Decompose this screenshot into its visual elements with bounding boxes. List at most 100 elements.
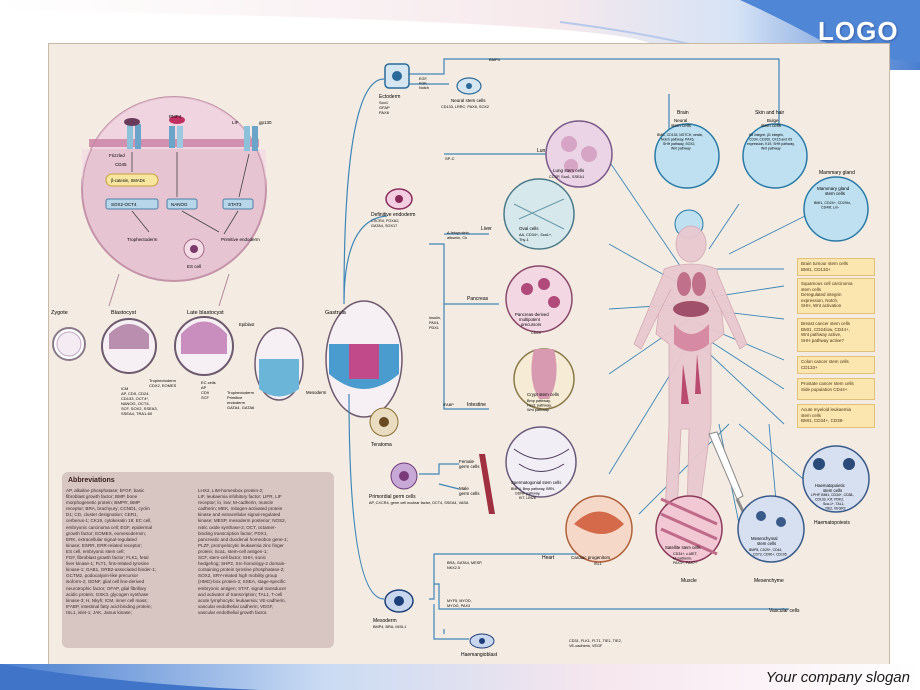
- inset-es-cell: ES cell: [187, 264, 201, 269]
- brain-label: Brain: [677, 110, 689, 116]
- abbreviation-line: D1; CD, cluster designation; CER1,: [66, 512, 138, 518]
- abbreviation-line: PLZF, promyelocytic leukaemia zinc finge…: [198, 542, 284, 548]
- inset-lif: LIF: [232, 120, 239, 125]
- abbreviation-line: AP, alkaline phosphatase; bFGF, basic: [66, 488, 145, 493]
- inset-beta-catenin: β-catenin, SMADs: [111, 178, 145, 183]
- ectoderm-label: Ectoderm: [379, 94, 400, 100]
- mesoderm-markers: BMP4, BRA, MIXL1: [373, 625, 406, 629]
- abbreviation-line: receptor; lo, low; M-cadherin, muscle: [198, 500, 274, 506]
- abbreviation-line: receptor; BRA, brachyury; CCND1, cyclin: [66, 506, 150, 512]
- abbreviation-line: containing protein tyrosine phosphatase-…: [198, 567, 285, 573]
- crypt-stem-label: Crypt stem cells: [527, 392, 560, 397]
- teratoma-label: Teratoma: [371, 442, 392, 448]
- stem-cell-poster: Frizzled CD45 BMP4 LIF gp130 β-catenin, …: [48, 43, 890, 665]
- stage-gastrula: Gastrula: [325, 310, 347, 316]
- poster-diagram: Frizzled CD45 BMP4 LIF gp130 β-catenin, …: [51, 57, 870, 658]
- liver-markers: A-fetoprotein,albumin, Ck: [447, 231, 470, 240]
- def-end-markers: CXCR4, FOXA2,GATA4, SOX17: [371, 219, 399, 228]
- abbreviation-line: cadherin; MEK, mitogen-activated protein: [198, 506, 283, 512]
- abbreviation-line: ERK, extracellular signal-regulated: [66, 536, 137, 542]
- heart-markers: BRA, GATA4, MESP,NKX2.5: [447, 561, 482, 570]
- bulge-markers: K5 integrin, β1 integrin,CD34, CD200, CK…: [747, 133, 795, 151]
- definitive-endoderm-label: Definitive endoderm: [371, 212, 415, 218]
- abbreviation-line: hedgehog; SHP2, Src-homology-2 domain-: [198, 561, 286, 567]
- abbreviation-line: SOX2, SRY-related high mobility group: [198, 573, 278, 579]
- liver-label: Liver: [481, 226, 492, 232]
- lung-stem-markers: CCSP, Sca1, SSEA1: [549, 175, 584, 179]
- abbreviations-col-2: LHX2, LIM-homeobox protein-2;LIF, leukae…: [198, 488, 332, 616]
- inset-frizzled: Frizzled: [109, 153, 125, 158]
- skin-label: Skin and hair: [755, 110, 785, 116]
- abbreviation-line: acute lymphocytic leukaemia; VE-cadherin…: [198, 597, 286, 603]
- mammary-label: Mammary gland: [819, 170, 855, 176]
- haemangioblast-label: Haemangioblast: [461, 652, 498, 658]
- abbreviation-line: SCF, stem-cell factor; SHH, sonic: [198, 555, 266, 561]
- company-slogan: Your company slogan: [765, 669, 910, 686]
- abbreviation-line: acidic protein; GSK3, glycogen synthase: [66, 591, 149, 597]
- abbreviation-line: kinase and extracellular signal-regulate…: [198, 512, 281, 518]
- neural-stem-label: Neural stem cells: [451, 98, 486, 103]
- abbreviation-line: kinase; MESP, mesoderm posterior; NOS2,: [198, 518, 286, 524]
- lungs-label: Lungs: [537, 148, 551, 154]
- stage-late-blastocyst: Late blastocyst: [187, 310, 224, 316]
- abbreviation-line: liver kinase-1; FLT1, fms-related tyrosi…: [66, 561, 149, 567]
- neural-markers: CD133, LRRC, PAX6, SOX2: [441, 105, 489, 109]
- stage-mesoderm-label: Mesoderm: [306, 390, 327, 395]
- abbreviation-line: FGF, fibroblast growth factor; FLK1, fet…: [66, 555, 149, 561]
- muscle-label: Muscle: [681, 578, 697, 584]
- stage-blastocyst: Blastocyst: [111, 310, 137, 316]
- pancreas-label: Pancreas: [467, 296, 489, 302]
- mammary-markers: BMI1, CD24+, CD29hi,CD49f, Lin-: [814, 201, 851, 210]
- inset-trophectoderm: Trophectoderm: [127, 237, 158, 242]
- crypt-markers: Bmp pathway,Hes1 pathway,Wnt pathway: [527, 399, 552, 412]
- inset-bmp4: BMP4: [169, 114, 182, 119]
- abbreviation-line: cerberus-1; CK19, cytokeratin 19; EC cel…: [66, 518, 152, 524]
- oval-cells-label: Oval cells: [519, 226, 539, 231]
- abbreviation-line: GCTM2, podocalyxin-like precursor: [66, 573, 138, 579]
- stage-zygote: Zygote: [51, 310, 68, 316]
- abbreviation-line: embryonic carcinoma cell; EGF, epidermal: [66, 524, 153, 530]
- cardiac-label: Cardiac progenitors: [571, 555, 611, 560]
- spc-label: SP-C: [445, 156, 455, 161]
- abbreviations-title: Abbreviations: [68, 477, 115, 484]
- mesenchymal-markers: BMP8, CD29+, CD44,CD73, CD90+, CD105: [749, 548, 787, 557]
- brain-markers: BMI1, CD133, NOTCH, nestin,Notch pathway…: [657, 133, 703, 151]
- primordial-markers: AP, CXCR4, germ cell nuclear factor, OCT…: [369, 501, 469, 505]
- inset-primitive-endoderm: Primitive endoderm: [221, 237, 260, 242]
- satellite-label: Satellite stem cells: [665, 545, 701, 550]
- mesoderm-label: Mesoderm: [373, 618, 397, 624]
- abbreviation-line: nitric oxide synthase-2; OCT, octamer-: [198, 524, 277, 530]
- abbreviations-panel: [62, 472, 334, 648]
- ifabp-label: IFABP: [443, 403, 454, 407]
- abbreviation-line: LHX2, LIM-homeobox protein-2;: [198, 488, 264, 493]
- abbreviation-line: and activator of transcription; TAL1, T-…: [198, 591, 283, 597]
- abbreviation-line: IFABP, intestinal fatty acid-binding pro…: [66, 603, 152, 609]
- abbreviation-line: (HMG)-box protein-2; SSEA, stage-specifi…: [198, 579, 286, 585]
- abbreviation-line: morphogenetic protein; BMPR, BMP: [66, 500, 141, 506]
- abbreviation-line: embryonic antigen; STAT, signal transduc…: [198, 585, 287, 591]
- haem-markers: CD31, FLK1, FLT1, TIE1, TIE2,VE-cadherin…: [569, 639, 622, 648]
- abbreviation-line: vascular endothelial growth factor.: [198, 609, 268, 615]
- vascular-label: Vascular cells: [769, 608, 800, 614]
- satellite-markers: CD34+, c-MET,M-cadherin,PAX3+, PAX7+: [673, 552, 698, 565]
- stage-epiblast: Epiblast: [239, 322, 255, 327]
- inset-gp130: gp130: [259, 120, 272, 125]
- pancreas-stem-markers: CD29: [531, 331, 541, 335]
- oval-markers: AA, CD34+, Sca1+,Thy-1: [519, 233, 552, 242]
- abbreviation-line: ISL1, islet-1; JAK, Janus kinase;: [66, 609, 132, 615]
- abbreviation-line: LIF, leukaemia inhibitory factor; LIFR, …: [198, 494, 282, 500]
